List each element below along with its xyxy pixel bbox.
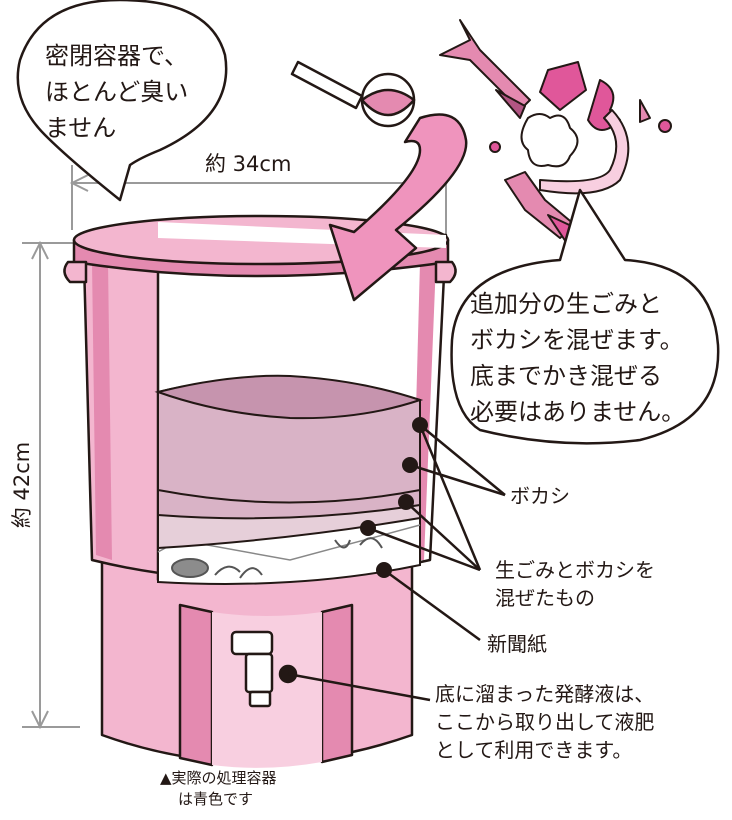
width-label: 約 34cm [205,152,292,176]
pour-arrow [328,113,468,302]
food-scraps [439,19,672,249]
layers [154,374,424,585]
left-speech-bubble [16,0,228,202]
fermentation-label: 底に溜まった発酵液は、 ここから取り出して液肥 として利用できます。 [435,682,655,762]
callout-lines [287,424,506,702]
right-bubble-text: 追加分の生ごみと ボカシを混ぜます。 底までかき混ぜる 必要はありません。 [470,290,686,426]
scoop [290,60,416,128]
newspaper-label: 新聞紙 [487,632,547,656]
right-speech-bubble [450,188,720,445]
left-bubble-text: 密閉容器で、 ほとんど臭い ません [45,42,189,142]
bokashi-label: ボカシ [510,484,570,508]
color-note: ▲実際の処理容器 は青色です [160,769,277,808]
mixed-label: 生ごみとボカシを 混ぜたもの [495,558,655,610]
height-label: 約 42cm [10,441,35,529]
height-dimension-line [22,240,80,730]
callout-dots [360,417,428,578]
